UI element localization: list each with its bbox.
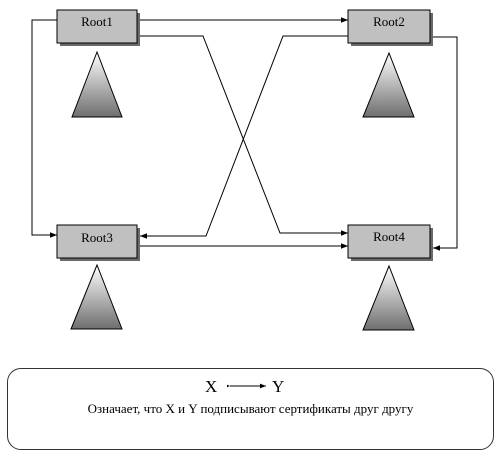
node-root1-tree bbox=[71, 50, 123, 118]
node-root3-box bbox=[56, 224, 138, 259]
node-root1: Root1 bbox=[56, 9, 140, 118]
edge-root2-root3 bbox=[140, 33, 355, 239]
legend-description: Означает, что X и Y подписывают сертифик… bbox=[87, 401, 414, 416]
node-root2-box bbox=[347, 9, 431, 44]
double-arrow-icon bbox=[227, 383, 266, 389]
node-root3: Root3 bbox=[56, 224, 140, 330]
node-root4-tree bbox=[362, 264, 415, 331]
connectors bbox=[31, 17, 458, 251]
ca-cross-certification-diagram: Root1 Root2 Root3 Root4 bbox=[31, 9, 458, 331]
edge-root2-root4 bbox=[426, 34, 458, 251]
legend-box: X Y Означает, что X и Y подписывают серт… bbox=[7, 368, 494, 450]
node-root4-label: Root4 bbox=[373, 229, 405, 244]
node-root2-label: Root2 bbox=[373, 14, 405, 29]
node-root2: Root2 bbox=[347, 9, 433, 118]
edge-root1-root4 bbox=[133, 33, 348, 236]
node-root4: Root4 bbox=[347, 224, 433, 331]
node-root2-tree bbox=[362, 51, 415, 118]
node-root1-box bbox=[56, 9, 138, 44]
node-root3-label: Root3 bbox=[81, 230, 113, 245]
edge-root1-root3 bbox=[31, 17, 64, 238]
node-root4-box bbox=[347, 224, 431, 259]
legend-x-label: X bbox=[205, 377, 218, 396]
legend-y-label: Y bbox=[272, 377, 285, 396]
node-root3-tree bbox=[70, 263, 123, 330]
node-root1-label: Root1 bbox=[81, 14, 113, 29]
